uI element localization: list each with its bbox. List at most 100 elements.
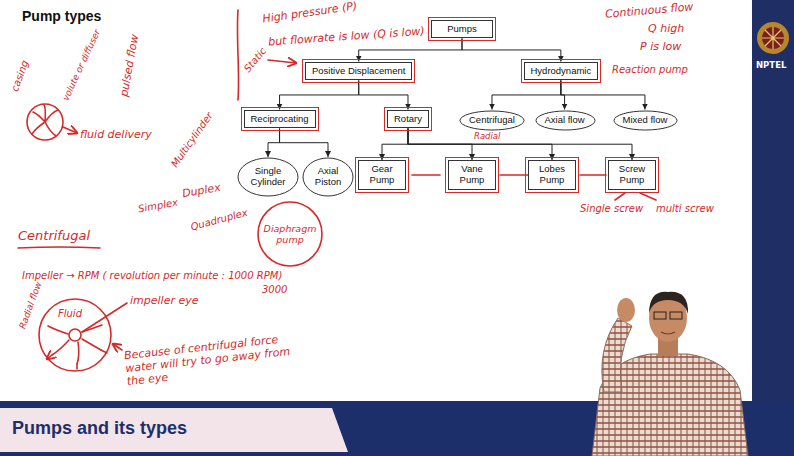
logo-text: NPTEL	[756, 60, 786, 70]
handwritten-note: casing	[9, 59, 31, 93]
tree-connector	[462, 38, 561, 61]
ellipse-outline	[238, 158, 298, 196]
presenter	[592, 292, 748, 456]
handwritten-note: Quadruplex	[189, 207, 248, 234]
node-text: Gear Pump	[363, 164, 401, 186]
category-ellipse: Axial flow	[535, 110, 595, 131]
category-ellipse: Mixed flow	[613, 110, 678, 131]
screw-leader	[640, 193, 656, 200]
tree-connector	[382, 128, 408, 160]
force-leader	[113, 344, 122, 350]
tree-connector	[268, 128, 280, 157]
handwritten-note: P is low	[640, 40, 681, 53]
handwritten-note: but flowrate is low (Q is low)	[268, 25, 425, 49]
handwritten-note: Duplex	[181, 181, 221, 201]
logo-ring	[757, 22, 789, 54]
handwritten-note: multi screw	[656, 203, 714, 215]
side-strip	[752, 0, 794, 401]
tree-connector	[561, 80, 645, 109]
tree-connector	[492, 80, 561, 109]
category-ellipse: Axial Piston	[302, 157, 354, 197]
process-box: Gear Pump	[358, 160, 406, 190]
dash-stroke	[580, 174, 606, 176]
delivery-arrow	[63, 127, 77, 133]
glasses	[654, 312, 666, 319]
handwritten-note: Multicylinder	[169, 110, 216, 170]
process-box: Hydrodynamic	[524, 62, 599, 81]
process-box: Vane Pump	[448, 160, 496, 190]
category-ellipse: Single Cylinder	[237, 157, 299, 197]
impeller-vanes	[48, 325, 102, 364]
mouth	[661, 332, 675, 334]
handwritten-note: Single screw	[580, 203, 643, 215]
process-box: Pumps	[431, 20, 493, 39]
node-text: Diaphragm pump	[261, 223, 319, 246]
slide-title: Pump types	[22, 8, 101, 25]
glasses	[670, 312, 682, 319]
logo-core	[762, 27, 784, 49]
handwritten-note: fluid delivery	[80, 128, 152, 141]
hand	[617, 298, 635, 322]
process-box: Rotary	[387, 110, 429, 129]
handwritten-note: Radial	[474, 131, 500, 141]
node-text: Vane Pump	[453, 164, 491, 186]
node-text: Lobes Pump	[533, 164, 571, 186]
node-text: Pumps	[447, 24, 477, 35]
node-text: Single Cylinder	[242, 166, 294, 188]
ellipse-outline	[303, 158, 353, 196]
tree-connector	[359, 38, 462, 61]
handwritten-note: Fluid	[58, 308, 82, 320]
pump-sketch-casing	[27, 104, 63, 140]
ellipse-outline	[460, 111, 524, 130]
handwritten-note: 3000	[262, 284, 287, 296]
node-text: Rotary	[394, 114, 422, 125]
node-text: Centrifugal	[469, 115, 515, 126]
handwritten-note: High pressure (P)	[262, 0, 358, 26]
dash-stroke	[500, 174, 528, 176]
slide-caption: Pumps and its types	[12, 418, 187, 440]
circle-outline	[258, 202, 322, 266]
ellipse-outline	[614, 111, 677, 130]
divider-stroke	[237, 10, 238, 100]
impeller-eye-circle	[69, 329, 81, 341]
handwritten-note: Impeller → RPM ( revolution per minute :…	[22, 270, 282, 282]
raised-arm	[602, 318, 632, 392]
logo-spokes	[762, 27, 784, 49]
handwritten-note: impeller eye	[130, 294, 198, 307]
node-text: Positive Displacement	[312, 66, 405, 77]
tree-connector	[359, 80, 408, 109]
handwritten-note: Static	[242, 45, 270, 75]
tree-connector	[280, 128, 328, 157]
process-box: Screw Pump	[608, 160, 656, 190]
dash-stroke	[412, 174, 440, 176]
handwritten-note: Continuous flow	[605, 0, 694, 21]
impeller-casing	[39, 299, 111, 371]
node-text: Screw Pump	[613, 164, 651, 186]
handwritten-note: Simplex	[137, 197, 179, 216]
hair	[649, 292, 688, 314]
handwritten-note: volute or diffuser	[60, 28, 102, 103]
handwritten-note: Because of centrifugal force water will …	[123, 331, 301, 389]
category-ellipse: Centrifugal	[459, 110, 525, 131]
handwritten-note: Q high	[648, 22, 684, 35]
flow-arrows	[47, 350, 107, 369]
eye-leader	[82, 303, 127, 332]
node-text: Hydrodynamic	[531, 66, 592, 77]
ellipse-outline	[536, 111, 595, 130]
process-box: Lobes Pump	[528, 160, 576, 190]
underline	[18, 247, 100, 248]
handwritten-note: pulsed flow	[117, 34, 141, 98]
caption-tab	[0, 408, 348, 452]
node-text: Axial flow	[545, 115, 585, 126]
node-text: Axial Piston	[307, 166, 349, 188]
node-text: Mixed flow	[623, 115, 668, 126]
process-box: Positive Displacement	[305, 62, 412, 81]
tree-connector	[408, 128, 632, 160]
screw-leader	[615, 193, 625, 200]
handwritten-note: Centrifugal	[18, 228, 90, 244]
handwritten-note: Reaction pump	[612, 64, 688, 76]
circled-note: Diaphragm pump	[257, 201, 323, 267]
process-box: Reciprocating	[244, 110, 316, 129]
static-arrow	[268, 60, 296, 63]
